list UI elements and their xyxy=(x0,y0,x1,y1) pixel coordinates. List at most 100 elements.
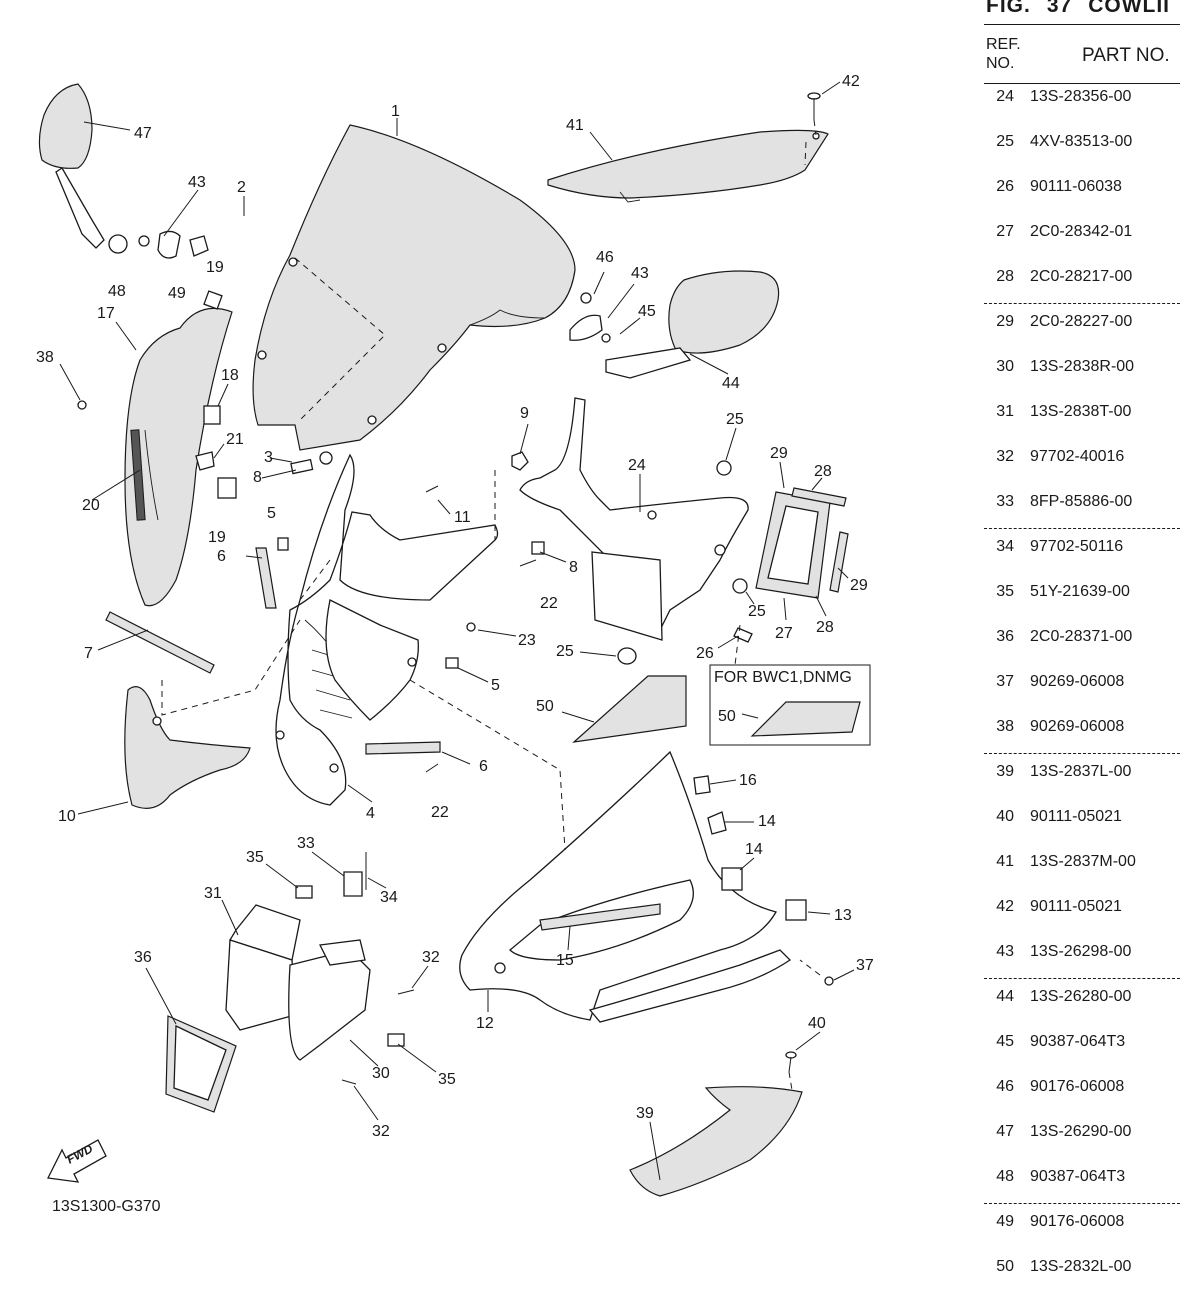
callout: 19 xyxy=(208,529,226,546)
callout: 19 xyxy=(206,259,224,276)
ref-number: 26 xyxy=(996,178,1014,195)
ref-number: 33 xyxy=(996,493,1014,510)
table-row: 36 2C0-28371-00 xyxy=(984,628,1180,648)
callout: 15 xyxy=(556,952,574,969)
ref-no-header: REF. NO. xyxy=(986,35,1021,73)
side-cover-left-part xyxy=(124,307,233,607)
ref-number: 40 xyxy=(996,808,1014,825)
ref-number: 36 xyxy=(996,628,1014,645)
callout: 38 xyxy=(36,349,54,366)
callout: 25 xyxy=(556,643,574,660)
part-number: 97702-40016 xyxy=(1030,448,1125,465)
ref-number: 25 xyxy=(996,133,1014,150)
part-no-header: PART NO. xyxy=(1082,45,1170,66)
part-number: 2C0-28227-00 xyxy=(1030,313,1133,330)
ref-number: 30 xyxy=(996,358,1014,375)
callout: 20 xyxy=(82,497,100,514)
callout: 32 xyxy=(422,949,440,966)
duct-frame-part xyxy=(755,487,849,599)
callout: 36 xyxy=(134,949,152,966)
part-number: 90111-05021 xyxy=(1030,898,1122,915)
callout: 25 xyxy=(726,411,744,428)
part-number: 51Y-21639-00 xyxy=(1030,583,1130,600)
right-mirror-part xyxy=(569,270,780,379)
callout: 2 xyxy=(237,179,246,196)
ref-number: 44 xyxy=(996,988,1014,1005)
part-number: 8FP-85886-00 xyxy=(1030,493,1133,510)
forward-arrow-icon xyxy=(47,1139,107,1183)
callout: 4 xyxy=(366,805,375,822)
callout: 43 xyxy=(188,174,206,191)
duct-box-parts xyxy=(165,852,415,1113)
callout: 17 xyxy=(97,305,115,322)
callout: 14 xyxy=(745,841,763,858)
callout: 22 xyxy=(431,804,449,821)
part-number: 90387-064T3 xyxy=(1030,1033,1126,1050)
ref-header-line: NO. xyxy=(986,55,1015,72)
center-stay-part xyxy=(519,397,749,641)
part-number: 2C0-28217-00 xyxy=(1030,268,1133,285)
exploded-parts-diagram: 1 2 3 4 5 5 6 6 7 8 8 9 10 11 12 13 14 1… xyxy=(36,73,874,1197)
callout: 14 xyxy=(758,813,776,830)
callout: 22 xyxy=(540,595,558,612)
ref-number: 46 xyxy=(996,1078,1014,1095)
part-number: 90269-06008 xyxy=(1030,673,1125,690)
callout: 47 xyxy=(134,125,152,142)
callout: 50 xyxy=(536,698,554,715)
callout: 8 xyxy=(253,469,262,486)
leader-lines xyxy=(59,81,855,1181)
part-number: 97702-50116 xyxy=(1030,538,1124,555)
callout: 35 xyxy=(438,1071,456,1088)
callout: 45 xyxy=(638,303,656,320)
small-fasteners-lower-right xyxy=(693,775,834,986)
ref-number: 24 xyxy=(996,88,1014,105)
callout: 33 xyxy=(297,835,315,852)
callout: 31 xyxy=(204,885,222,902)
callout: 5 xyxy=(267,505,276,522)
ref-number: 45 xyxy=(996,1033,1014,1050)
part-number: 13S-26280-00 xyxy=(1030,988,1132,1005)
callout: 39 xyxy=(636,1105,654,1122)
inner-duct-left xyxy=(124,686,251,809)
callout-numbers: 1 2 3 4 5 5 6 6 7 8 8 9 10 11 12 13 14 1… xyxy=(36,73,874,1140)
callout: 34 xyxy=(380,889,398,906)
part-number: 13S-2832L-00 xyxy=(1030,1258,1132,1275)
windscreen-part xyxy=(252,124,576,451)
callout: 21 xyxy=(226,431,244,448)
lower-trim-part xyxy=(629,1051,803,1197)
part-number: 2C0-28371-00 xyxy=(1030,628,1133,645)
ref-number: 27 xyxy=(996,223,1014,240)
callout: 30 xyxy=(372,1065,390,1082)
callout: 3 xyxy=(264,449,273,466)
callout: 26 xyxy=(696,645,714,662)
table-row: 44 13S-26280-00 xyxy=(984,978,1180,1008)
callout: 5 xyxy=(491,677,500,694)
parts-table-header: REF. NO. PART NO. xyxy=(984,24,1180,84)
callout: 6 xyxy=(479,758,488,775)
ref-header-line: REF. xyxy=(986,36,1021,53)
callout: 10 xyxy=(58,808,76,825)
callout: 40 xyxy=(808,1015,826,1032)
variant-box-label: FOR BWC1,DNMG xyxy=(714,669,852,686)
part-number: 13S-26290-00 xyxy=(1030,1123,1132,1140)
part-number: 2C0-28342-01 xyxy=(1030,223,1133,240)
callout: 49 xyxy=(168,285,186,302)
callout: 48 xyxy=(108,283,126,300)
callout: 29 xyxy=(770,445,788,462)
